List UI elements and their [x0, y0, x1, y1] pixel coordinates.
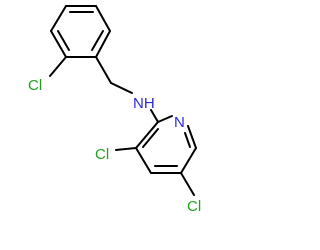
pyridine-ring [135, 115, 197, 174]
bond-c-cl [49, 56, 67, 77]
double-bond-inner [184, 132, 191, 148]
bond [50, 30, 67, 58]
atom-label-n-pyridine: N [174, 114, 185, 131]
bond-n-c2 [150, 109, 159, 123]
bond [95, 5, 111, 32]
bond [180, 147, 197, 174]
bond [95, 30, 111, 58]
bond-ch2-n [110, 82, 133, 94]
atom-label-cl-3: Cl [95, 146, 109, 163]
benzene-ring [50, 5, 111, 58]
bond [187, 125, 197, 149]
double-bond-inner [142, 128, 159, 148]
bond [135, 147, 152, 174]
structure-diagram: Cl NH N Cl Cl [28, 5, 201, 215]
double-bond-inner [57, 30, 70, 51]
bond [157, 115, 173, 123]
atom-label-cl-5: Cl [187, 198, 201, 215]
bond-c3-cl [115, 147, 137, 151]
atom-label-cl-benzyl: Cl [28, 77, 42, 94]
atom-label-nh: NH [133, 95, 155, 112]
bond-ring-ch2 [95, 56, 112, 84]
bond-c5-cl [180, 172, 195, 196]
double-bond-inner [91, 30, 104, 51]
bond [50, 5, 67, 32]
bond [135, 121, 159, 149]
